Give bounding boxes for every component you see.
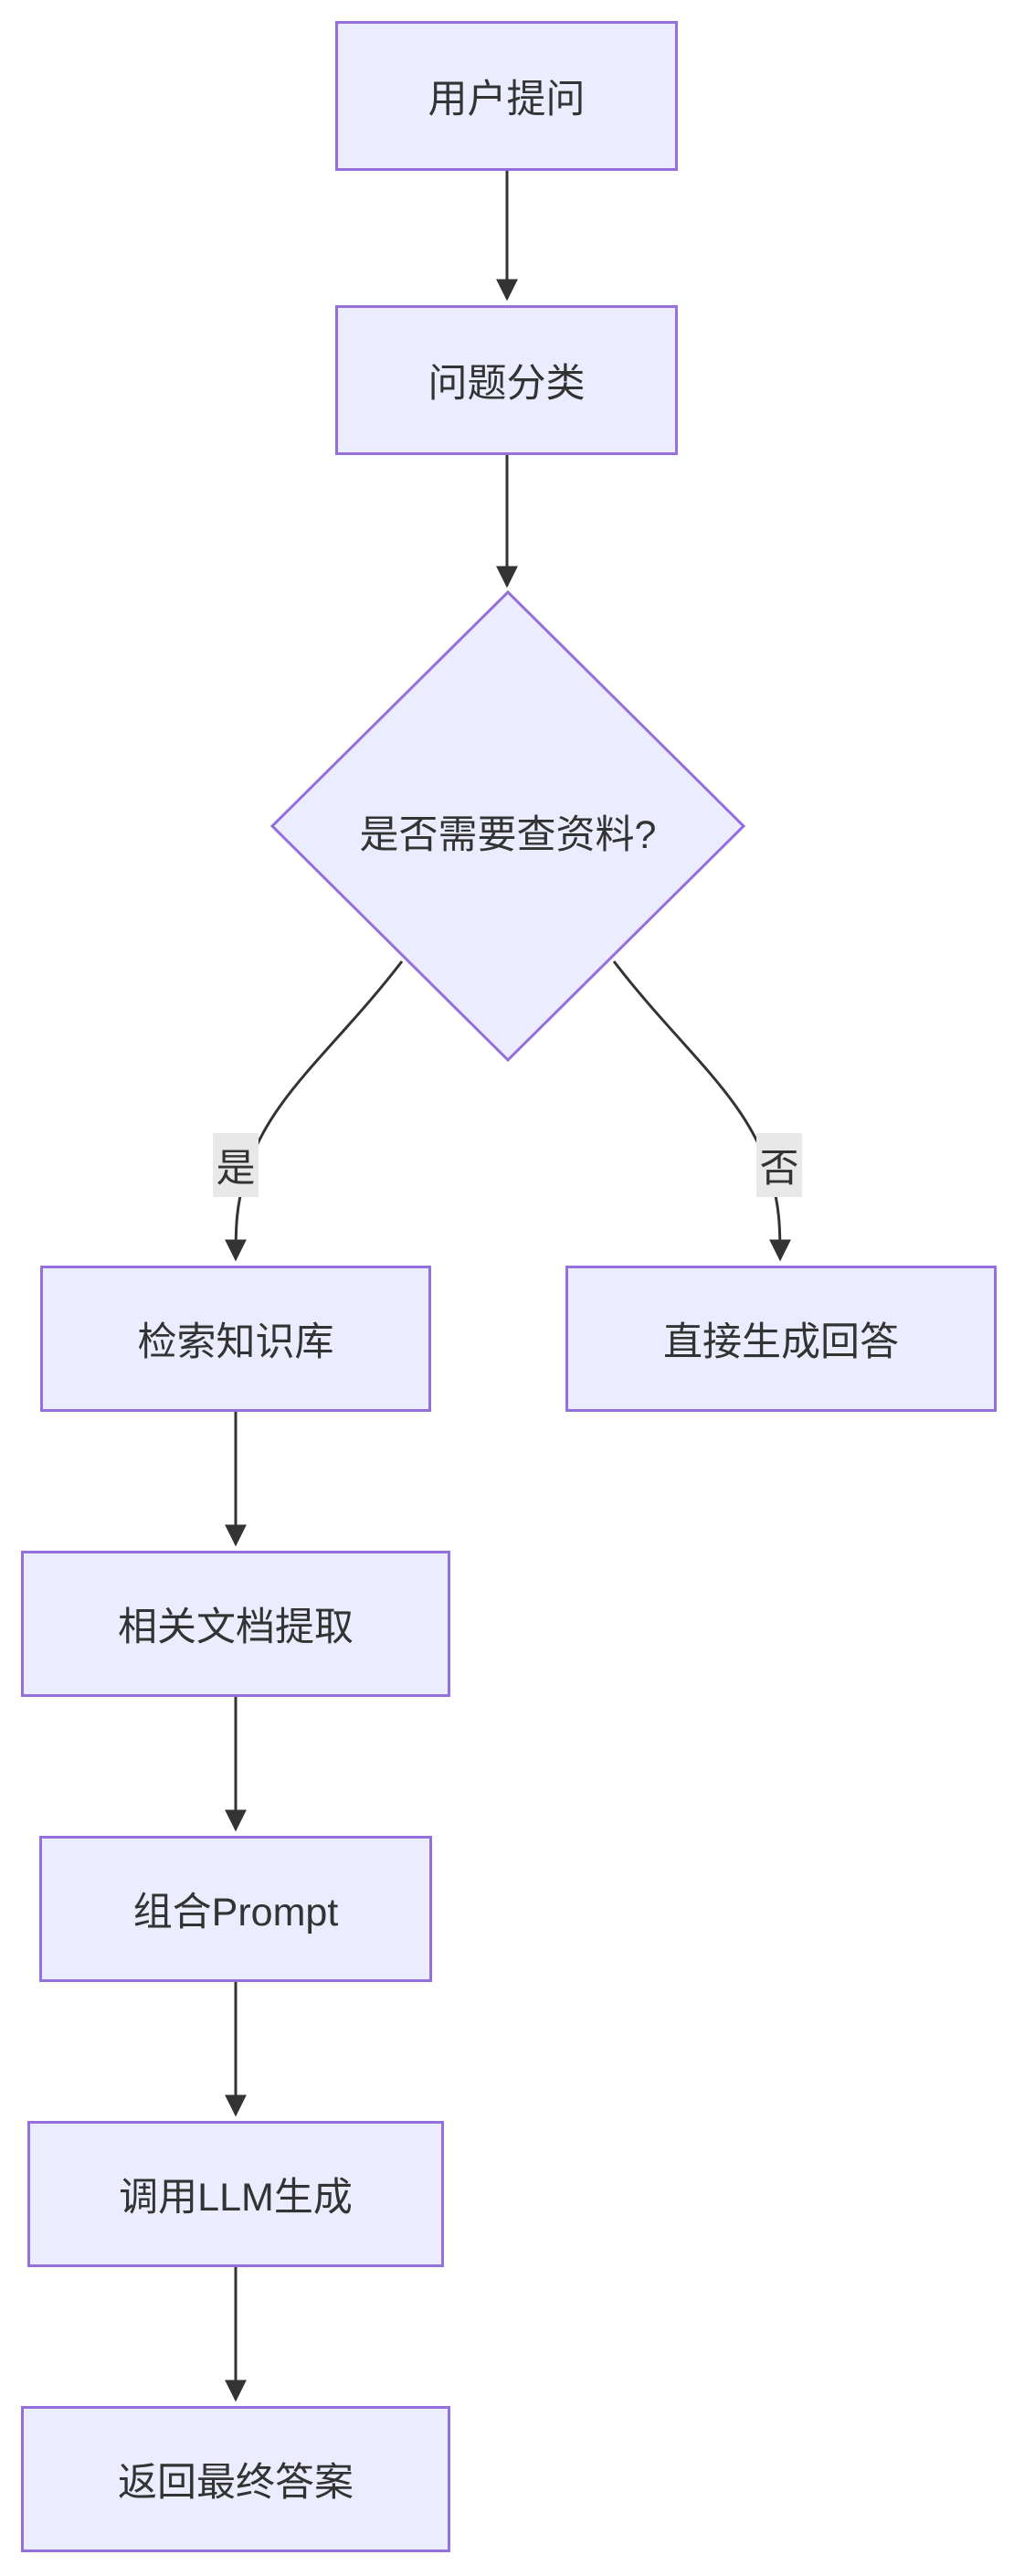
decision-diamond-shape: [269, 589, 746, 1063]
node-call-llm-label: 调用LLM生成: [119, 2176, 353, 2220]
node-user-question-label: 用户提问: [428, 78, 586, 122]
node-compose-prompt: 组合Prompt: [39, 1836, 432, 1982]
node-retrieve-knowledge-base-label: 检索知识库: [137, 1320, 334, 1364]
decision-need-lookup-label: 是否需要查资料?: [359, 813, 657, 857]
arrow-yes-branch: [225, 960, 404, 1262]
node-user-question: 用户提问: [335, 21, 678, 171]
node-compose-prompt-label: 组合Prompt: [132, 1891, 339, 1935]
edge-label-no: 否: [756, 1133, 802, 1197]
node-question-classify: 问题分类: [335, 305, 678, 455]
node-doc-extract: 相关文档提取: [21, 1551, 450, 1697]
node-return-final-answer: 返回最终答案: [21, 2406, 450, 2552]
node-doc-extract-label: 相关文档提取: [118, 1606, 354, 1649]
node-question-classify-label: 问题分类: [428, 362, 586, 406]
node-call-llm: 调用LLM生成: [27, 2121, 444, 2267]
node-direct-answer: 直接生成回答: [565, 1266, 997, 1412]
arrow-no-branch: [612, 960, 791, 1262]
node-return-final-answer-label: 返回最终答案: [118, 2461, 354, 2505]
edge-label-yes: 是: [213, 1133, 259, 1197]
node-direct-answer-label: 直接生成回答: [663, 1320, 899, 1364]
node-retrieve-knowledge-base: 检索知识库: [40, 1266, 431, 1412]
